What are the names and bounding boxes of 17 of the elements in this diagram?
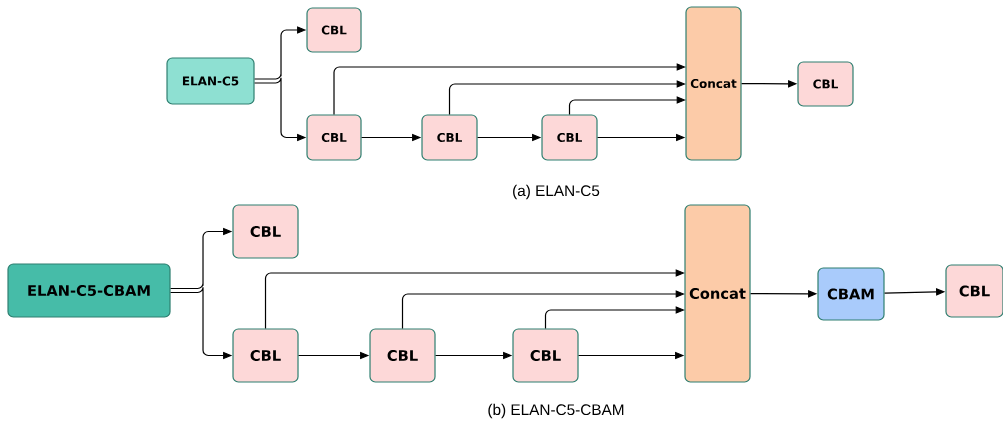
input-box: ELAN-C5 xyxy=(166,57,255,105)
process-box: CBL xyxy=(541,114,598,161)
concat-box: Concat xyxy=(685,6,742,161)
attention-box: CBAM xyxy=(817,267,885,321)
process-box: CBL xyxy=(797,61,854,107)
figure-caption: (a) ELAN-C5 xyxy=(513,184,600,200)
process-box: CBL xyxy=(232,328,299,383)
concat-box: Concat xyxy=(684,204,751,383)
process-box: CBL xyxy=(306,114,362,161)
input-box: ELAN-C5-CBAM xyxy=(7,263,171,318)
process-box: CBL xyxy=(421,114,478,161)
process-box: CBL xyxy=(512,328,579,383)
process-box: CBL xyxy=(945,264,1003,318)
process-box: CBL xyxy=(306,7,362,53)
process-box: CBL xyxy=(232,204,299,259)
process-box: CBL xyxy=(369,328,436,383)
figure-caption: (b) ELAN-C5-CBAM xyxy=(488,403,624,419)
